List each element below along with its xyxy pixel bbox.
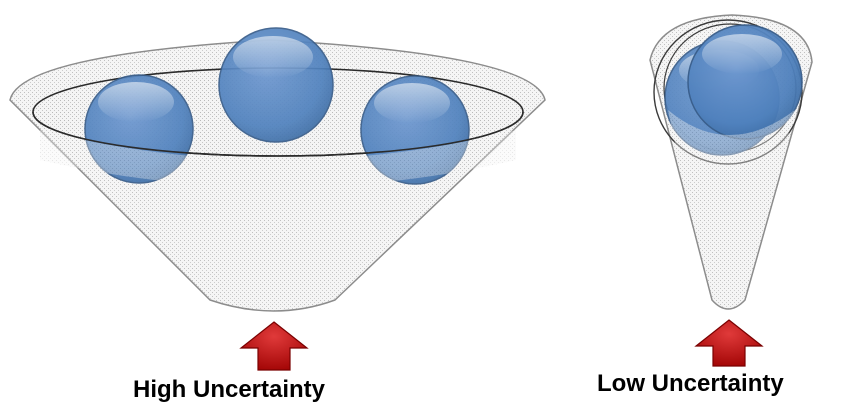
low-uncertainty-cone bbox=[649, 14, 813, 310]
high-uncertainty-cone bbox=[9, 27, 546, 312]
arrow-up-high bbox=[239, 321, 309, 371]
wide-cone-rim-front bbox=[32, 111, 524, 157]
wide-cone-front-overlay bbox=[40, 130, 516, 188]
ball-front bbox=[687, 24, 803, 140]
ball-center bbox=[218, 27, 334, 143]
arrow-up-low bbox=[694, 319, 764, 367]
narrow-cone-front-overlay bbox=[668, 110, 795, 169]
high-uncertainty-label: High Uncertainty bbox=[133, 376, 326, 403]
low-uncertainty-label: Low Uncertainty bbox=[597, 370, 784, 397]
